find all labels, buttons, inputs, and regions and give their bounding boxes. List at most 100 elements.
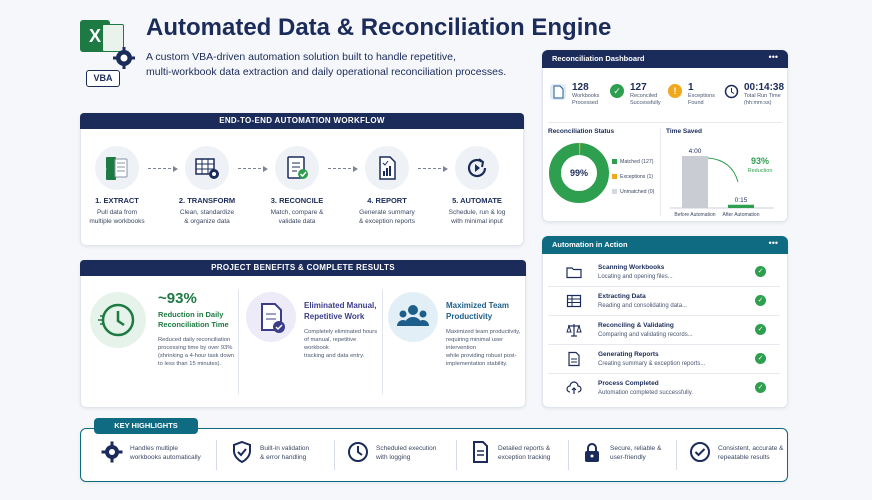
arrow-icon [418,165,448,172]
step-title: 3. RECONCILE [270,196,324,205]
team-icon [388,292,438,342]
benefit-heading: Eliminated Manual,Repetitive Work [304,301,377,321]
divider [676,440,677,470]
page-subtitle: A custom VBA-driven automation solution … [146,50,506,80]
clock-icon [348,442,368,462]
divider [216,440,217,470]
metric-run-time: 00:14:38 Total Run Time(hh:mm:ss) [744,82,785,106]
reduction-percent: 93% [751,156,769,166]
bar-value-label: 4:00 [689,148,702,155]
benefit-big-value: ~93% [158,290,197,307]
table-gear-icon [185,146,229,190]
status-divider [548,122,782,123]
shield-check-icon [233,440,251,464]
arrow-icon [148,165,178,172]
report-doc-icon [568,351,580,367]
divider [568,440,569,470]
scale-icon [566,324,582,337]
gear-icon [101,441,123,463]
documents-icon [95,146,139,190]
bar-before [682,156,708,208]
report-icon [365,146,409,190]
check-icon: ✓ [755,382,766,393]
arrow-icon [238,165,268,172]
highlights-title: KEY HIGHLIGHTS [94,418,198,434]
document-check-icon [246,292,296,342]
document-icon [553,85,564,99]
subtitle-line-1: A custom VBA-driven automation solution … [146,51,456,63]
step-title: 4. REPORT [367,196,407,205]
highlight-secure: Secure, reliable &user-friendly [576,436,680,474]
divider [382,290,383,394]
step-desc: Generate summary& exception reports [358,209,415,225]
benefit-desc: Maximized team productivity,requiring mi… [446,329,521,367]
metric-workbooks-icon [550,84,566,100]
step-desc: Match, compare &validate data [270,209,324,225]
document-icon [473,441,488,463]
bar-after [728,204,754,208]
excel-vba-logo: X VBA [72,16,138,92]
workflow-step-transform: 2. TRANSFORM Clean, standardize& organiz… [162,146,252,226]
refresh-icon [455,146,499,190]
page-title: Automated Data & Reconciliation Engine [146,14,612,41]
step-title: 2. TRANSFORM [178,196,236,205]
clock-icon [724,84,739,99]
highlight-reports: Detailed reports &exception tracking [464,436,574,474]
step-desc: Clean, standardize& organize data [179,209,235,225]
step-title: 5. AUTOMATE [452,196,502,205]
bar-value-label: 0:15 [735,197,748,204]
legend-matched: Matched (127) [612,155,654,170]
divider [238,290,239,394]
divider [456,440,457,470]
more-menu-icon[interactable]: ••• [768,52,778,62]
legend-exceptions: Exceptions (1) [612,170,654,185]
checklist-icon [275,146,319,190]
status-title: Reconciliation Status [548,128,615,135]
highlight-consistent: Consistent, accurate &repeatable results [684,436,788,474]
check-icon: ✓ [755,266,766,277]
workflow-step-reconcile: 3. RECONCILE Match, compare &validate da… [252,146,342,226]
workflow-title: END-TO-END AUTOMATION WORKFLOW [80,113,524,129]
vertical-divider [660,128,661,216]
folder-icon [566,267,582,279]
more-menu-icon[interactable]: ••• [768,238,778,248]
benefit-manual-work: Eliminated Manual,Repetitive Work Comple… [242,284,382,402]
sheet-icon [102,24,124,52]
legend-unmatched: Unmatched (0) [612,185,654,200]
check-icon: ✓ [755,353,766,364]
table-icon [566,294,582,308]
lock-icon [585,443,599,462]
check-icon: ✓ [755,324,766,335]
automation-header: Automation in Action ••• [542,236,788,254]
status-donut-chart: 99% [549,142,609,203]
status-legend: Matched (127) Exceptions (1) Unmatched (… [612,155,654,200]
highlights-panel [80,428,788,482]
subtitle-line-2: multi-workbook data extraction and daily… [146,66,507,78]
clock-icon [90,292,146,348]
donut-center-label: 99% [570,168,588,178]
automation-title: Automation in Action [552,240,628,249]
arrow-icon [328,165,358,172]
benefits-panel [80,260,526,408]
reduction-arrow-icon [707,157,739,183]
warning-icon: ! [668,84,682,98]
vba-badge: VBA [86,70,120,87]
check-circle-icon [690,442,710,462]
dashboard-title: Reconciliation Dashboard [552,54,645,63]
reduction-label: Reduction [748,168,773,174]
